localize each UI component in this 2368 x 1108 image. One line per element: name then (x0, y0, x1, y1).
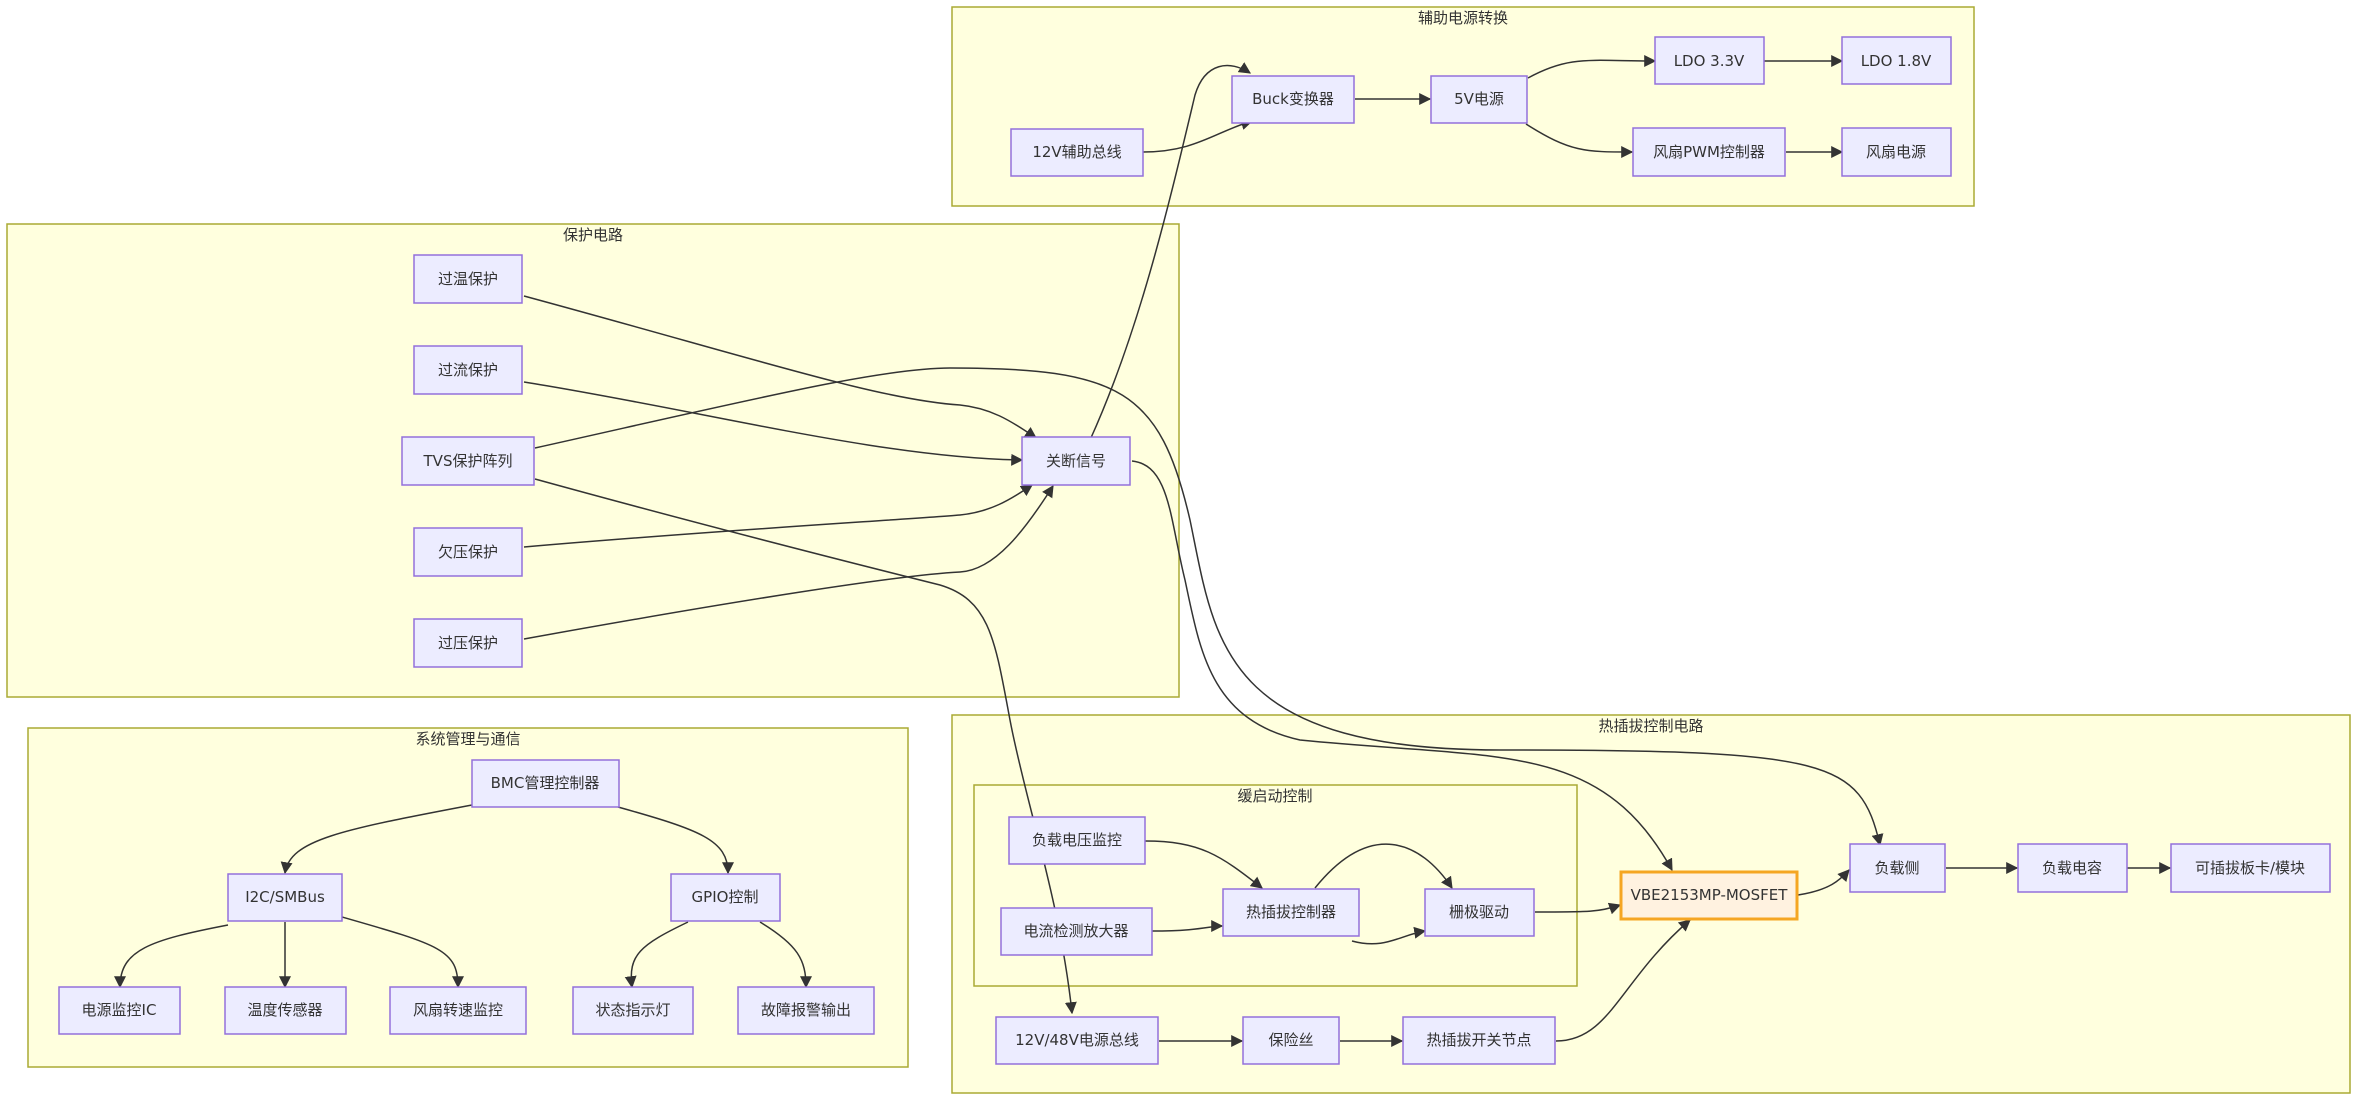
node-fuse[interactable]: 保险丝 (1242, 1016, 1340, 1065)
node-label: 负载电压监控 (1032, 831, 1122, 849)
edge-gatedrv-mosfet (1534, 902, 1622, 915)
node-ldo-1v8[interactable]: LDO 1.8V (1841, 36, 1952, 85)
node-label: 保险丝 (1268, 1031, 1313, 1049)
edge-mosfet-loadside (1797, 869, 1850, 896)
node-label: 负载电容 (2042, 859, 2102, 877)
node-label: 故障报警输出 (761, 1001, 851, 1019)
node-label: 状态指示灯 (595, 1001, 670, 1019)
node-label: 12V辅助总线 (1032, 143, 1121, 161)
node-label: 欠压保护 (438, 543, 498, 561)
node-label: 12V/48V电源总线 (1015, 1031, 1139, 1049)
node-mosfet[interactable]: VBE2153MP-MOSFET (1619, 870, 1799, 921)
edge-tvs-loadside (534, 367, 1884, 847)
node-label: TVS保护阵列 (423, 452, 513, 470)
cluster-title-softstart: 缓启动控制 (1237, 787, 1312, 805)
node-fan-pwm-controller[interactable]: 风扇PWM控制器 (1632, 127, 1786, 177)
node-fan-power[interactable]: 风扇电源 (1841, 127, 1952, 177)
node-buck-converter[interactable]: Buck变换器 (1231, 75, 1355, 124)
node-label: 过温保护 (438, 270, 498, 288)
edge-gpio-faultalarm (759, 921, 812, 989)
node-gpio-control[interactable]: GPIO控制 (670, 873, 781, 922)
node-aux12v-bus[interactable]: 12V辅助总线 (1010, 128, 1144, 177)
node-fault-alarm-output[interactable]: 故障报警输出 (737, 986, 875, 1035)
node-label: 风扇PWM控制器 (1653, 143, 1765, 161)
edge-overtemp-shutdown (523, 295, 1037, 439)
node-hotplug-controller[interactable]: 热插拔控制器 (1222, 888, 1360, 937)
node-label: BMC管理控制器 (491, 774, 600, 792)
edge-loadvmon-hpctrl (1144, 840, 1263, 889)
node-power-bus[interactable]: 12V/48V电源总线 (995, 1016, 1159, 1065)
node-tvs-array[interactable]: TVS保护阵列 (401, 436, 535, 486)
node-pluggable-card[interactable]: 可插拔板卡/模块 (2170, 843, 2331, 893)
node-label: 5V电源 (1454, 90, 1504, 108)
cluster-title-system-management: 系统管理与通信 (415, 730, 520, 748)
node-undervolt-protection[interactable]: 欠压保护 (413, 527, 523, 577)
edge-curramp-hpctrl (1151, 920, 1224, 933)
node-label: 温度传感器 (247, 1001, 322, 1019)
node-load-voltage-monitor[interactable]: 负载电压监控 (1008, 816, 1146, 865)
node-label: GPIO控制 (692, 888, 759, 906)
edge-aux12v-buck (1142, 118, 1254, 153)
cluster-title-aux-power: 辅助电源转换 (1418, 9, 1508, 27)
node-overtemp-protection[interactable]: 过温保护 (413, 254, 523, 304)
edge-bmc-i2c (280, 804, 473, 875)
node-load-capacitor[interactable]: 负载电容 (2017, 843, 2128, 893)
edge-overcurrent-shutdown (523, 381, 1024, 466)
node-label: I2C/SMBus (245, 888, 325, 906)
edge-bmc-gpio (617, 806, 734, 875)
node-ldo-3v3[interactable]: LDO 3.3V (1654, 36, 1765, 85)
node-label: 栅极驱动 (1449, 903, 1509, 921)
edge-gpio-statusled (624, 921, 689, 989)
node-load-side[interactable]: 负载侧 (1849, 843, 1946, 893)
node-label: Buck变换器 (1252, 90, 1334, 108)
node-label: 过流保护 (438, 361, 498, 379)
node-fan-speed-monitor[interactable]: 风扇转速监控 (389, 986, 527, 1035)
node-temp-sensor[interactable]: 温度传感器 (224, 986, 347, 1035)
edge-hpctrl-gatedrv-upper (1314, 843, 1453, 889)
node-label: 可插拔板卡/模块 (2195, 859, 2305, 877)
node-label: 热插拔开关节点 (1426, 1031, 1531, 1049)
node-label: LDO 3.3V (1674, 52, 1745, 70)
edge-i2c-fanspeed (341, 916, 464, 989)
node-label: 关断信号 (1046, 452, 1106, 470)
node-label: 热插拔控制器 (1246, 903, 1336, 921)
node-5v-supply[interactable]: 5V电源 (1430, 75, 1528, 124)
node-label: 风扇转速监控 (413, 1001, 503, 1019)
edge-shutdown-buck (1089, 62, 1252, 441)
edge-hpctrl-gatedrv-lower (1351, 926, 1427, 945)
node-shutdown-signal[interactable]: 关断信号 (1021, 436, 1131, 486)
edge-overvolt-shutdown (523, 484, 1054, 640)
node-overcurrent-protection[interactable]: 过流保护 (413, 345, 523, 395)
edge-5v-ldo33 (1527, 54, 1657, 79)
edge-switchnode-mosfet (1555, 919, 1691, 1042)
node-label: VBE2153MP-MOSFET (1631, 886, 1789, 904)
node-label: 电源监控IC (82, 1001, 157, 1019)
node-overvolt-protection[interactable]: 过压保护 (413, 618, 523, 668)
cluster-title-hotplug: 热插拔控制电路 (1598, 717, 1703, 735)
node-bmc-controller[interactable]: BMC管理控制器 (471, 759, 620, 808)
node-label: 负载侧 (1874, 859, 1919, 877)
edges (114, 54, 2172, 1047)
node-status-led[interactable]: 状态指示灯 (572, 986, 694, 1035)
node-label: LDO 1.8V (1861, 52, 1932, 70)
edge-undervolt-shutdown (523, 484, 1033, 548)
edge-i2c-pmic (114, 924, 229, 989)
edge-shutdown-mosfet (1131, 460, 1673, 872)
node-gate-driver[interactable]: 栅极驱动 (1424, 888, 1535, 937)
node-i2c-smbus[interactable]: I2C/SMBus (227, 873, 343, 922)
node-power-monitor-ic[interactable]: 电源监控IC (58, 986, 181, 1035)
node-label: 风扇电源 (1866, 143, 1926, 161)
edge-5v-fanpwm (1525, 123, 1634, 158)
cluster-title-protection: 保护电路 (563, 226, 623, 244)
node-label: 过压保护 (438, 634, 498, 652)
node-current-sense-amp[interactable]: 电流检测放大器 (1000, 907, 1153, 956)
node-label: 电流检测放大器 (1023, 922, 1128, 940)
node-hotplug-switch-node[interactable]: 热插拔开关节点 (1402, 1016, 1556, 1065)
